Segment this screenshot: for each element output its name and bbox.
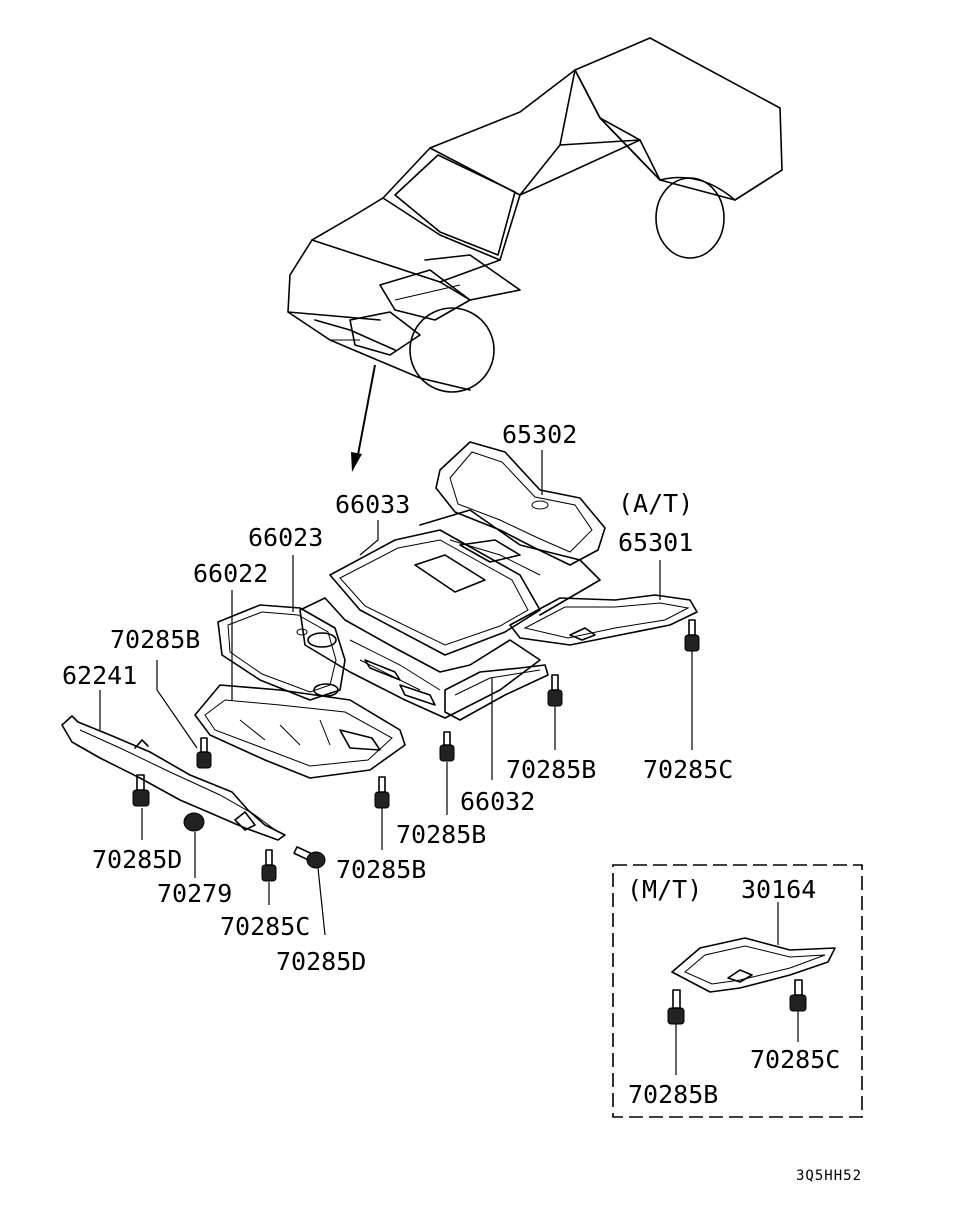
label-70285d-2: 70285D: [276, 947, 366, 976]
label-70285c-1: 70285C: [643, 755, 733, 784]
part-66023-shield: [217, 604, 346, 701]
bolt-70285b-c: [439, 731, 455, 762]
part-66032-bracket: [444, 664, 549, 721]
bolt-70285c-b: [684, 619, 700, 652]
label-66023: 66023: [248, 523, 323, 552]
mt-inset: [612, 864, 863, 1118]
nut-70279: [183, 812, 205, 832]
label-70285b-1: 70285B: [110, 625, 200, 654]
label-65301: 65301: [618, 528, 693, 557]
label-62241: 62241: [62, 661, 137, 690]
part-65301-cover: [509, 594, 698, 646]
label-70285b-4: 70285B: [336, 855, 426, 884]
bolt-70285d-b: [293, 846, 326, 869]
bolt-70285c-c: [789, 979, 807, 1012]
label-at: (A/T): [618, 489, 693, 518]
part-65302-cover: [435, 441, 606, 566]
bolt-70285b-d: [547, 674, 563, 707]
part-66033-plate: [329, 529, 541, 656]
bolt-70285b-a: [196, 737, 212, 769]
bolt-70285d-a: [132, 774, 150, 807]
label-70285c-2: 70285C: [220, 912, 310, 941]
part-66022-undercover: [194, 684, 406, 779]
bolt-70285b-e: [667, 989, 685, 1025]
label-30164: 30164: [741, 875, 816, 904]
label-70285d-1: 70285D: [92, 845, 182, 874]
fasteners: [132, 619, 700, 882]
label-70285b-3: 70285B: [396, 820, 486, 849]
bolt-70285b-b: [374, 776, 390, 809]
part-62241-strip: [61, 715, 286, 841]
label-70285c-3: 70285C: [750, 1045, 840, 1074]
label-70285b-2: 70285B: [506, 755, 596, 784]
label-66032: 66032: [460, 787, 535, 816]
label-mt: (M/T): [627, 875, 702, 904]
underbody-frame: [299, 509, 601, 719]
label-66033: 66033: [335, 490, 410, 519]
part-30164-cover: [671, 937, 836, 993]
truck-illustration: [287, 37, 783, 393]
label-65302: 65302: [502, 420, 577, 449]
part-labels: 65302 (A/T) 66033 65301 66023 66022 7028…: [62, 420, 862, 1184]
leader-lines: [99, 450, 693, 936]
label-70285b-5: 70285B: [628, 1080, 718, 1109]
drawing-code: 3Q5HH52: [796, 1168, 862, 1184]
bolt-70285c-a: [261, 849, 277, 882]
label-66022: 66022: [193, 559, 268, 588]
pointer-arrow: [351, 364, 376, 472]
label-70279: 70279: [157, 879, 232, 908]
